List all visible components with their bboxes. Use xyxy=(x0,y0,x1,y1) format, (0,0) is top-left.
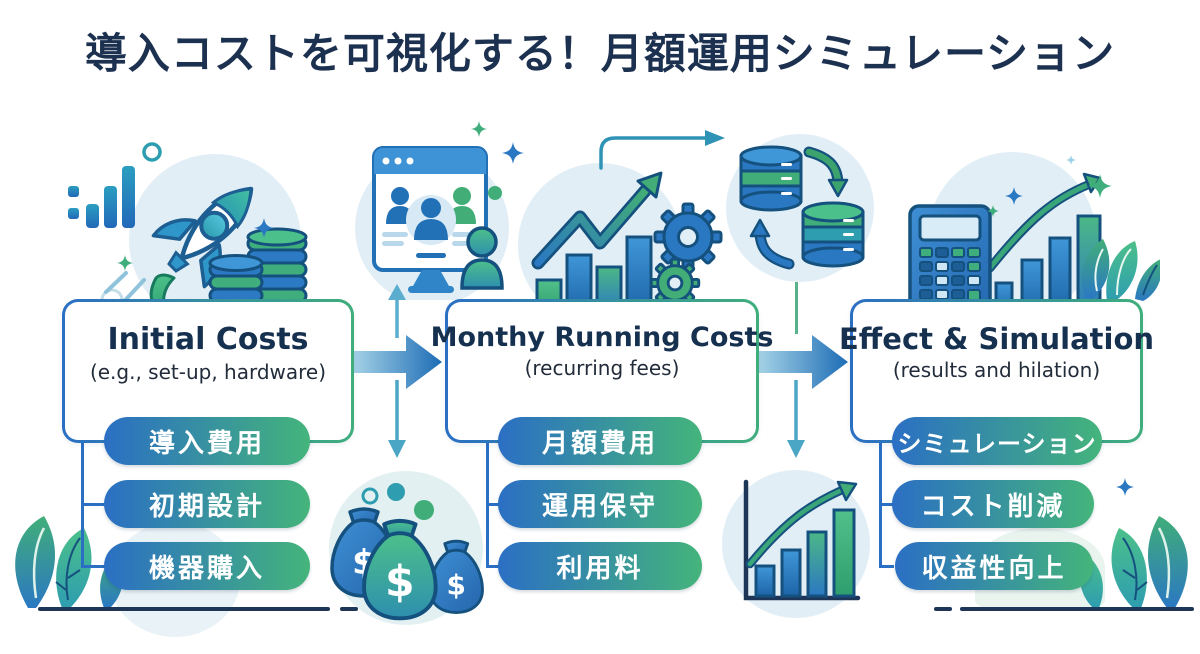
mini-bar-chart-icon xyxy=(68,166,135,228)
flow-arrow-right-icon xyxy=(756,335,848,389)
cost-item-pill: 導入費用 xyxy=(104,417,310,465)
curved-arrow-icon xyxy=(599,130,725,170)
connector-line xyxy=(486,565,500,568)
cost-item-pill: 利用料 xyxy=(498,542,702,590)
connector-line xyxy=(879,565,894,568)
connector-line xyxy=(81,565,105,568)
section-subheading: (recurring fees) xyxy=(524,356,680,381)
leaf-decoration-icon xyxy=(1081,239,1160,301)
connector-line xyxy=(879,434,882,568)
flow-arrow-up-icon xyxy=(388,284,406,338)
ground-line xyxy=(934,607,952,611)
cost-item-pill: 月額費用 xyxy=(498,417,702,465)
ground-line xyxy=(960,607,1194,611)
browser-users-icon xyxy=(355,146,509,300)
connector-line xyxy=(81,434,84,568)
cost-item-pill: シミュレーション xyxy=(892,417,1102,465)
section-subheading: (e.g., set-up, hardware) xyxy=(89,359,327,384)
section-subheading: (results and hilation) xyxy=(892,358,1101,383)
section-heading: Effect & Simulation xyxy=(838,322,1155,356)
ground-line xyxy=(38,607,330,611)
flow-arrow-down-icon xyxy=(787,380,805,458)
section-heading: Initial Costs xyxy=(107,322,309,357)
growth-bars-arrow-icon xyxy=(722,470,870,618)
connector-line xyxy=(81,503,105,506)
connector-line xyxy=(486,434,489,568)
section-heading: Monthy Running Costs xyxy=(430,322,774,353)
flow-arrow-right-icon xyxy=(350,335,442,389)
cost-item-pill: コスト削減 xyxy=(892,480,1094,528)
page-title: 導入コストを可視化する！月額運用シミュレーション xyxy=(84,29,1116,78)
calculator-chart-icon xyxy=(908,152,1160,320)
connector-line xyxy=(879,503,894,506)
cost-item-pill: 機器購入 xyxy=(104,542,310,590)
cost-item-pill: 収益性向上 xyxy=(895,542,1093,590)
growth-chart-gears-icon xyxy=(518,163,723,325)
connector-line xyxy=(795,282,798,334)
ground-line xyxy=(340,607,358,611)
flow-arrow-down-icon xyxy=(388,380,406,458)
svg-text:$: $ xyxy=(385,557,415,607)
database-sync-icon xyxy=(726,134,874,282)
cost-item-pill: 初期設計 xyxy=(104,480,310,528)
cost-item-pill: 運用保守 xyxy=(498,480,702,528)
money-bags-icon: $ $ $ xyxy=(329,471,484,625)
svg-text:$: $ xyxy=(447,568,466,601)
leaf-decoration-icon xyxy=(15,516,124,608)
connector-line xyxy=(486,503,500,506)
